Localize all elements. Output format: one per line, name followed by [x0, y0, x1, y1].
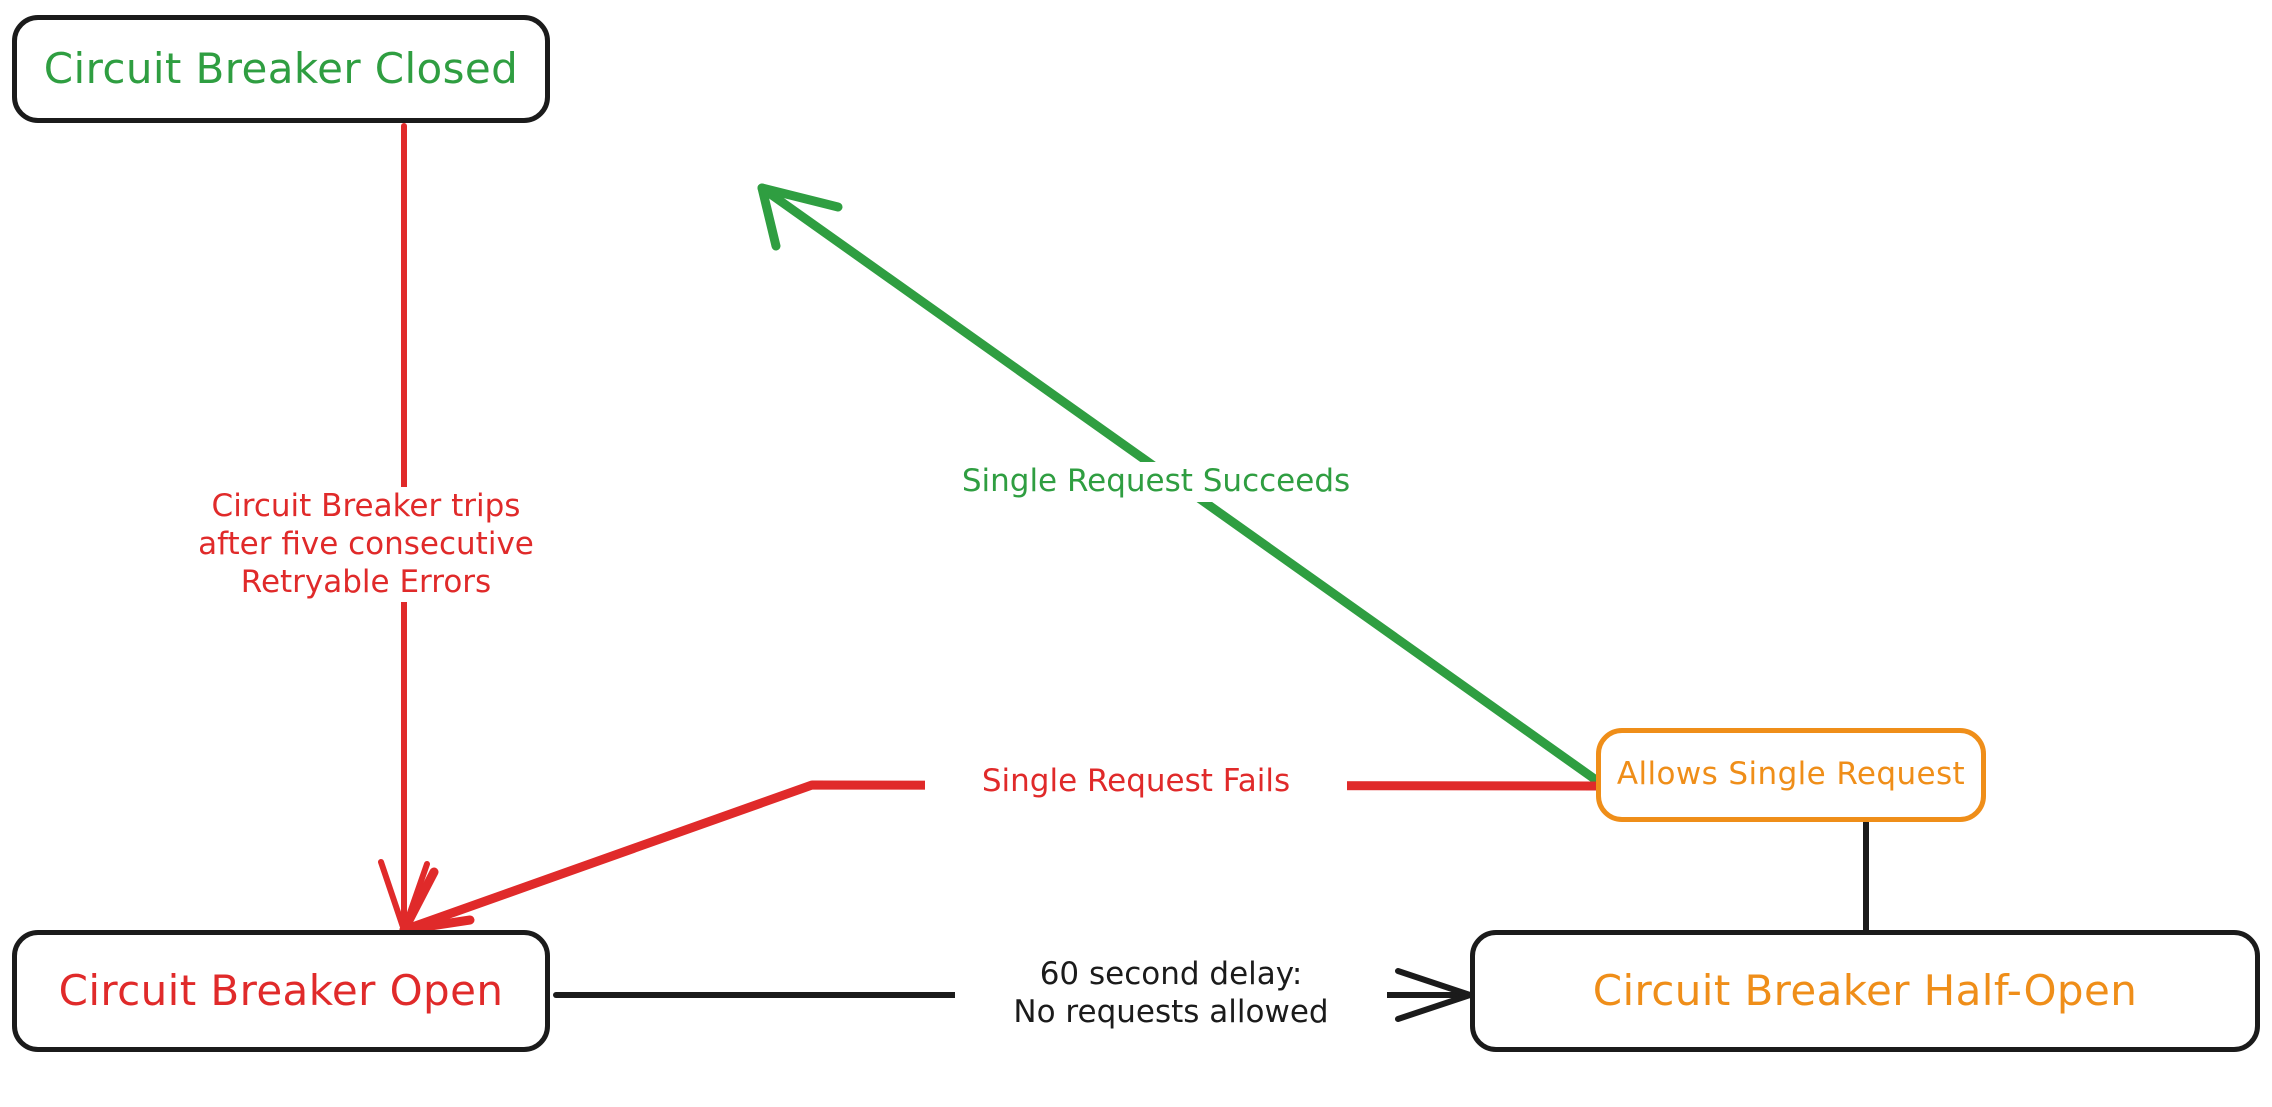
edge-label-60-second-delay: 60 second delay: No requests allowed: [955, 955, 1387, 1033]
state-node-label: Circuit Breaker Open: [58, 965, 504, 1015]
state-node-allows-single-request[interactable]: Allows Single Request: [1596, 728, 1986, 822]
edge-label-single-request-succeeds: Single Request Succeeds: [900, 462, 1412, 502]
state-node-label: Circuit Breaker Closed: [43, 43, 519, 93]
state-node-circuit-breaker-open[interactable]: Circuit Breaker Open: [12, 930, 550, 1052]
state-node-circuit-breaker-half-open[interactable]: Circuit Breaker Half-Open: [1470, 930, 2260, 1052]
state-node-label: Allows Single Request: [1616, 756, 1966, 793]
edge-label-single-request-fails: Single Request Fails: [925, 762, 1347, 802]
edge-fails: [399, 780, 1601, 935]
state-node-label: Circuit Breaker Half-Open: [1592, 965, 2138, 1015]
edge-label-trips: Circuit Breaker trips after five consecu…: [150, 487, 582, 603]
state-node-circuit-breaker-closed[interactable]: Circuit Breaker Closed: [12, 15, 550, 123]
